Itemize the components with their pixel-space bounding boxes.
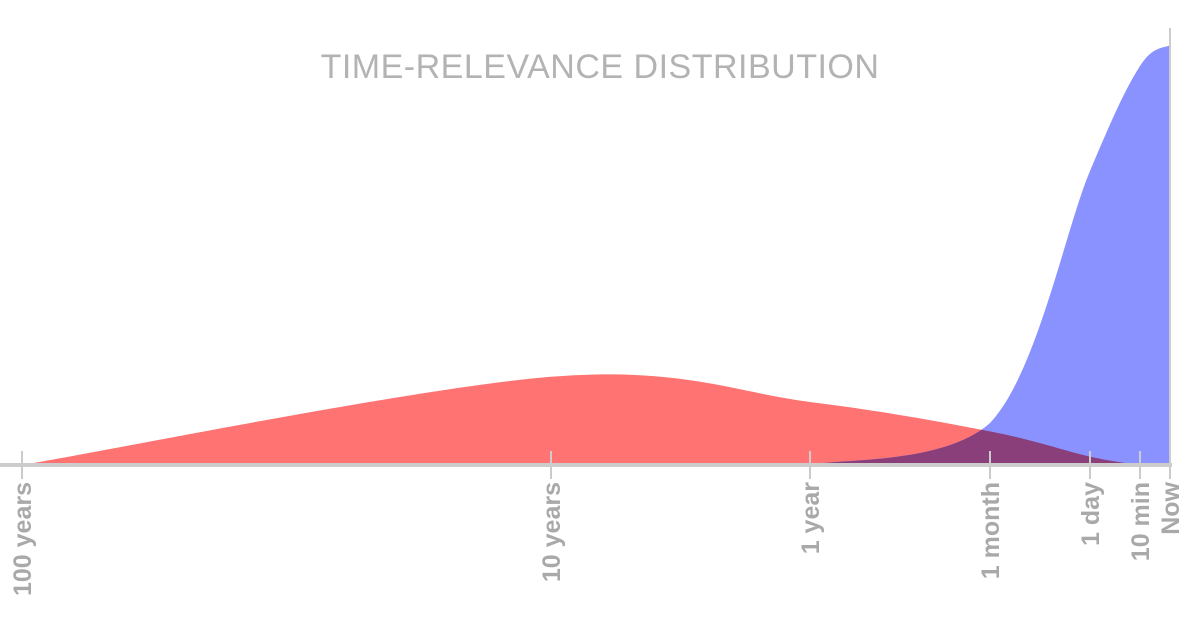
- series-area-1: [22, 374, 1140, 465]
- x-tick-label: 1 month: [977, 482, 1005, 579]
- x-tick-label: 1 year: [797, 482, 825, 555]
- x-tick-label: 10 years: [538, 482, 566, 582]
- x-axis: 100 years 10 years 1 year 1 month 1 day 10 mi…: [0, 28, 1185, 596]
- series-area-2: [810, 45, 1170, 465]
- x-tick-label: 10 min: [1127, 482, 1155, 561]
- x-tick-label: 1 day: [1077, 482, 1105, 546]
- x-tick-label: Now: [1157, 481, 1185, 534]
- chart-areas: [22, 45, 1170, 465]
- x-tick-label: 100 years: [9, 482, 37, 596]
- chart-title: TIME-RELEVANCE DISTRIBUTION: [321, 48, 880, 86]
